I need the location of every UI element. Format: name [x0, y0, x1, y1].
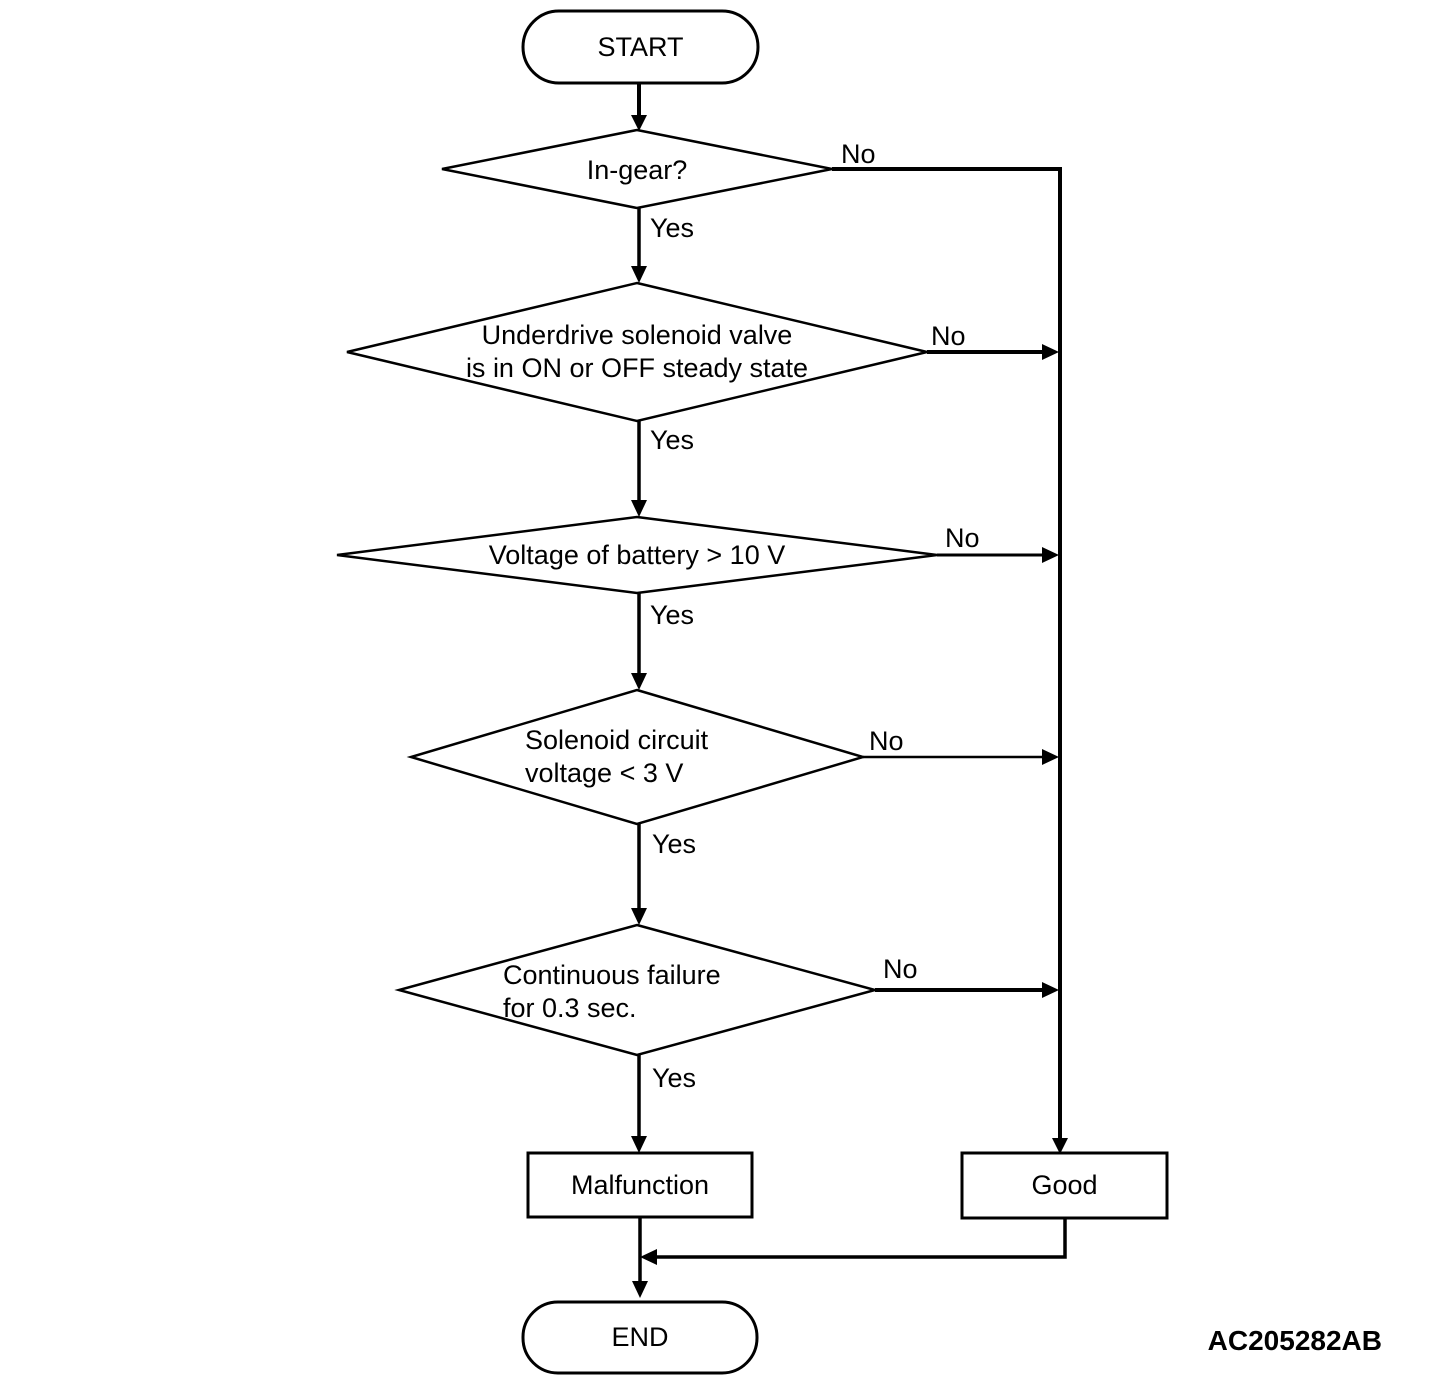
- good-node-label: Good: [1031, 1170, 1098, 1200]
- yes-label-decision1: Yes: [650, 213, 695, 243]
- yes-label-decision4: Yes: [652, 829, 697, 859]
- arrowhead-no5-into-trunk: [1042, 982, 1059, 998]
- decision-in-gear-label: In-gear?: [586, 154, 688, 185]
- start-node-label: START: [597, 31, 684, 62]
- arrowhead-into-decision1: [631, 115, 647, 131]
- decision-continuous-failure-line2: for 0.3 sec.: [503, 993, 637, 1023]
- decision-battery-voltage-label: Voltage of battery > 10 V: [488, 539, 786, 570]
- malfunction-node-label: Malfunction: [570, 1169, 710, 1200]
- connector-good-to-junction: [657, 1218, 1067, 1259]
- arrowhead-into-decision2: [631, 266, 647, 283]
- decision-continuous-failure-line1: Continuous failure: [503, 960, 721, 990]
- yes-label-decision5: Yes: [652, 1063, 697, 1093]
- end-node-shape: [521, 1300, 759, 1375]
- no-label-decision1: No: [841, 139, 876, 169]
- arrowhead-into-end: [632, 1281, 648, 1298]
- yes-label-decision3: Yes: [650, 600, 695, 630]
- figure-code: AC205282AB: [1207, 1325, 1382, 1356]
- arrowhead-no4-into-trunk: [1042, 749, 1059, 765]
- arrowhead-good-into-main-line: [640, 1249, 657, 1265]
- decision-in-gear-shape: [441, 128, 833, 210]
- no-branch-trunk-line: [832, 167, 1062, 1139]
- arrowhead-into-decision5: [631, 908, 647, 925]
- arrowhead-no3-into-trunk: [1042, 547, 1059, 563]
- decision-circuit-voltage-shape: [406, 688, 868, 826]
- no-label-decision2: No: [931, 321, 966, 351]
- malfunction-node-shape: [526, 1151, 754, 1219]
- arrowhead-no2-into-trunk: [1042, 344, 1059, 360]
- decision-continuous-failure-shape: [394, 923, 880, 1057]
- decision-circuit-voltage-line2: voltage < 3 V: [525, 758, 684, 788]
- end-node-label: END: [611, 1322, 669, 1352]
- decision-circuit-voltage-line1: Solenoid circuit: [525, 725, 709, 755]
- decision-battery-voltage-shape: [336, 515, 938, 595]
- decision-solenoid-steady-state-line1: Underdrive solenoid valve: [481, 320, 793, 350]
- no-label-decision4: No: [869, 726, 904, 756]
- arrowhead-into-decision4: [631, 673, 647, 690]
- arrowhead-into-malfunction: [631, 1136, 647, 1153]
- no-label-decision5: No: [883, 954, 918, 984]
- yes-label-decision2: Yes: [650, 425, 695, 455]
- arrowhead-into-good: [1052, 1138, 1068, 1154]
- arrowhead-into-decision3: [631, 500, 647, 517]
- no-label-decision3: No: [945, 523, 980, 553]
- decision-solenoid-steady-state-line2: is in ON or OFF steady state: [465, 353, 809, 383]
- decision-solenoid-steady-state-shape: [346, 281, 928, 423]
